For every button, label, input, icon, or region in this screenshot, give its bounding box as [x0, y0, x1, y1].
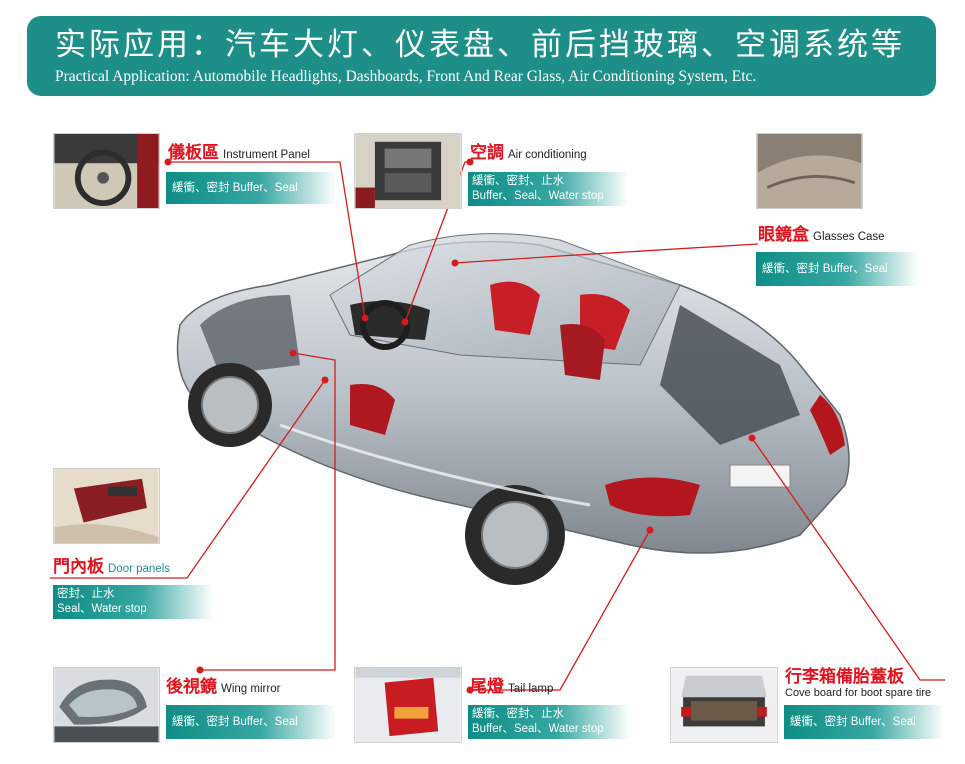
instrument-panel-photo: [53, 133, 160, 209]
door-panel-photo: [53, 468, 160, 544]
boot-cove-board-photo: [670, 667, 778, 743]
glasses-case-desc: 緩衝、密封 Buffer、Seal: [756, 252, 918, 286]
boot-cove-label: 行李箱備胎蓋板 Cove board for boot spare tire: [785, 667, 932, 699]
wing-mirror-desc: 緩衝、密封 Buffer、Seal: [166, 705, 336, 739]
banner-title-en: Practical Application: Automobile Headli…: [55, 68, 757, 85]
instrument-panel-desc: 緩衝、密封 Buffer、Seal: [166, 172, 336, 204]
air-conditioning-photo: [354, 133, 462, 209]
glasses-case-photo: [756, 133, 863, 209]
door-panels-desc: 密封、止水 Seal、Water stop: [53, 585, 213, 619]
boot-cove-desc: 緩衝、密封 Buffer、Seal: [784, 705, 944, 739]
tail-lamp-desc: 緩衝、密封、止水 Buffer、Seal、Water stop: [468, 705, 630, 739]
car-cutaway-image: [176, 233, 850, 585]
banner-title-cn: 实际应用：汽车大灯、仪表盘、前后挡玻璃、空调系统等: [55, 27, 905, 63]
tail-lamp-photo: [354, 667, 462, 743]
header-banner: 实际应用：汽车大灯、仪表盘、前后挡玻璃、空调系统等 Practical Appl…: [27, 16, 936, 96]
wing-mirror-photo: [53, 667, 160, 743]
air-conditioning-desc: 緩衝、密封、止水 Buffer、Seal、Water stop: [468, 172, 628, 206]
